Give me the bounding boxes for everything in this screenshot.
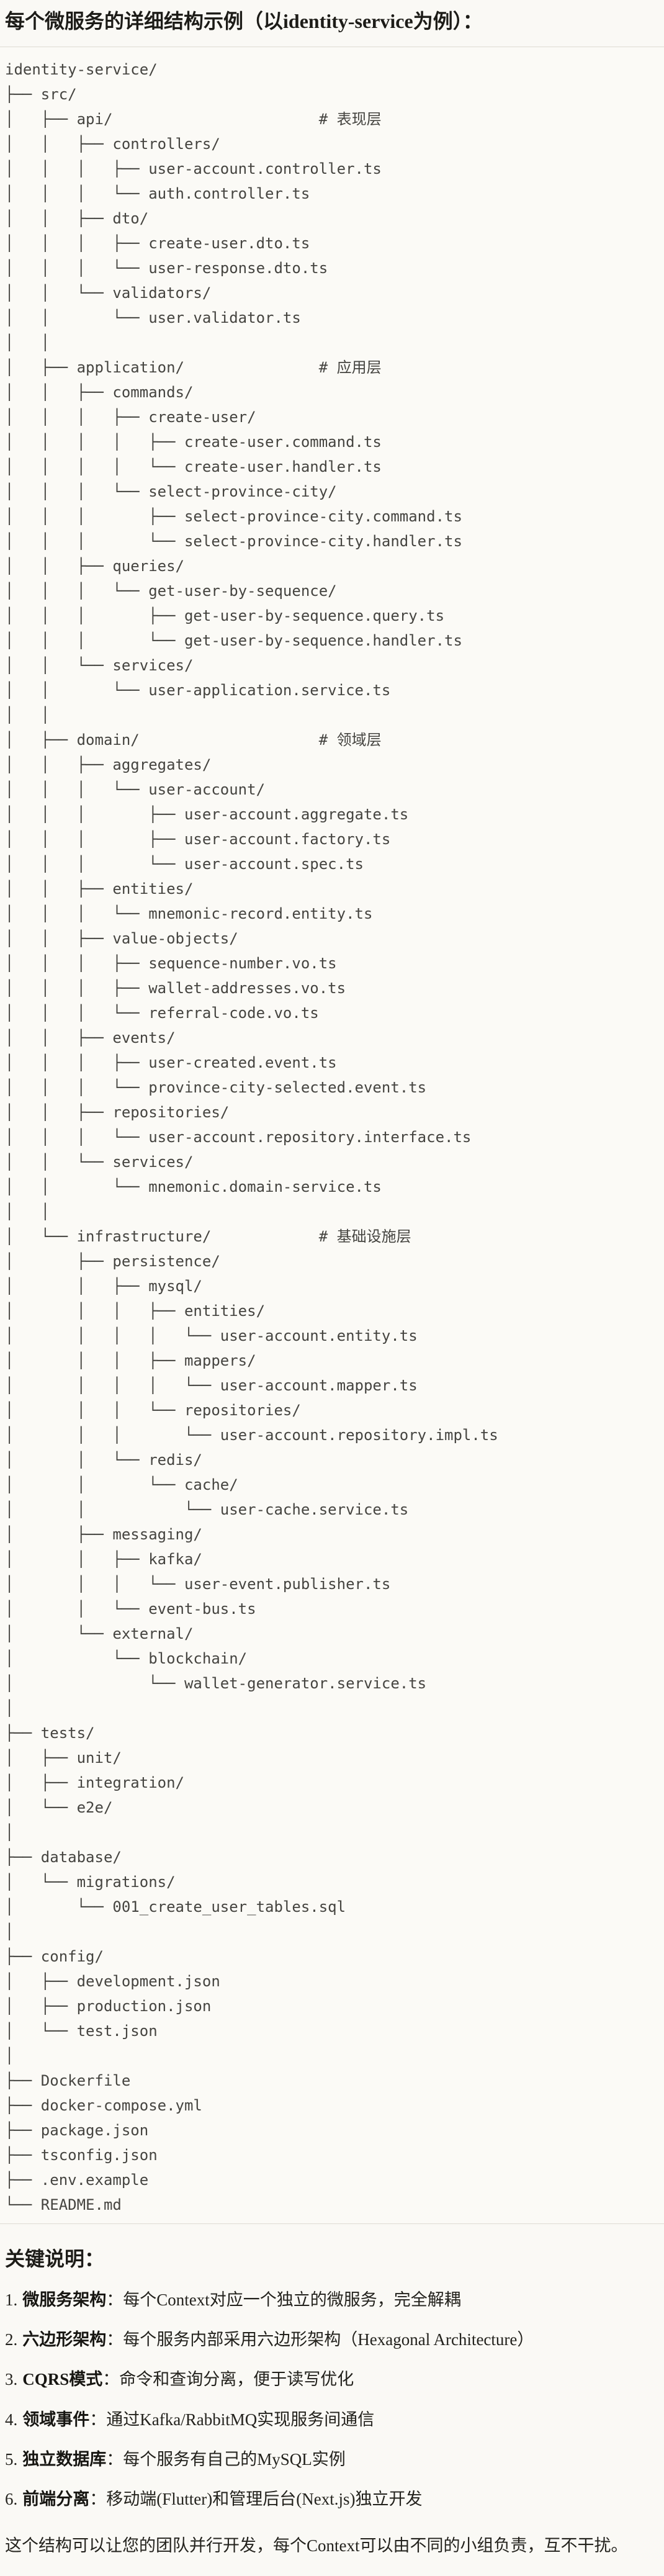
list-item-number: 2.: [5, 2330, 18, 2349]
page-title: 每个微服务的详细结构示例（以identity-service为例）：: [5, 10, 483, 32]
list-item: 6.前端分离：移动端(Flutter)和管理后台(Next.js)独立开发: [5, 2487, 657, 2511]
list-item: 5.独立数据库：每个服务有自己的MySQL实例: [5, 2448, 657, 2471]
list-item-number: 4.: [5, 2410, 18, 2429]
list-item-label: 六边形架构: [22, 2330, 107, 2349]
list-item: 4.领域事件：通过Kafka/RabbitMQ实现服务间通信: [5, 2408, 657, 2431]
list-item: 3.CQRS模式：命令和查询分离，便于读写优化: [5, 2367, 657, 2391]
list-item-label: 独立数据库: [22, 2449, 107, 2469]
closing-paragraph: 这个结构可以让您的团队并行开发，每个Context可以由不同的小组负责，互不干扰…: [5, 2536, 628, 2555]
notes-heading: 关键说明：: [5, 2247, 105, 2270]
directory-tree-code-block: identity-service/ ├── src/ │ ├── api/ # …: [0, 46, 664, 2224]
list-item: 1.微服务架构：每个Context对应一个独立的微服务，完全解耦: [5, 2288, 657, 2312]
list-item-text: ：通过Kafka/RabbitMQ实现服务间通信: [89, 2410, 375, 2429]
list-item-label: CQRS模式: [22, 2370, 103, 2389]
list-item-number: 1.: [5, 2290, 18, 2309]
directory-tree: identity-service/ ├── src/ │ ├── api/ # …: [5, 60, 498, 2213]
list-item-text: ：命令和查询分离，便于读写优化: [102, 2370, 354, 2389]
list-item-text: ：移动端(Flutter)和管理后台(Next.js)独立开发: [89, 2490, 423, 2509]
list-item-label: 领域事件: [22, 2410, 90, 2429]
list-item: 2.六边形架构：每个服务内部采用六边形架构（Hexagonal Architec…: [5, 2328, 657, 2351]
list-item-label: 前端分离: [22, 2490, 90, 2509]
list-item-text: ：每个服务内部采用六边形架构（Hexagonal Architecture）: [106, 2330, 534, 2349]
list-item-text: ：每个Context对应一个独立的微服务，完全解耦: [106, 2290, 461, 2309]
list-item-number: 5.: [5, 2449, 18, 2469]
key-notes-section: 关键说明： 1.微服务架构：每个Context对应一个独立的微服务，完全解耦 2…: [0, 2245, 664, 2576]
list-item-text: ：每个服务有自己的MySQL实例: [106, 2449, 346, 2469]
list-item-number: 3.: [5, 2370, 18, 2389]
list-item-number: 6.: [5, 2490, 18, 2509]
list-item-label: 微服务架构: [22, 2290, 107, 2309]
